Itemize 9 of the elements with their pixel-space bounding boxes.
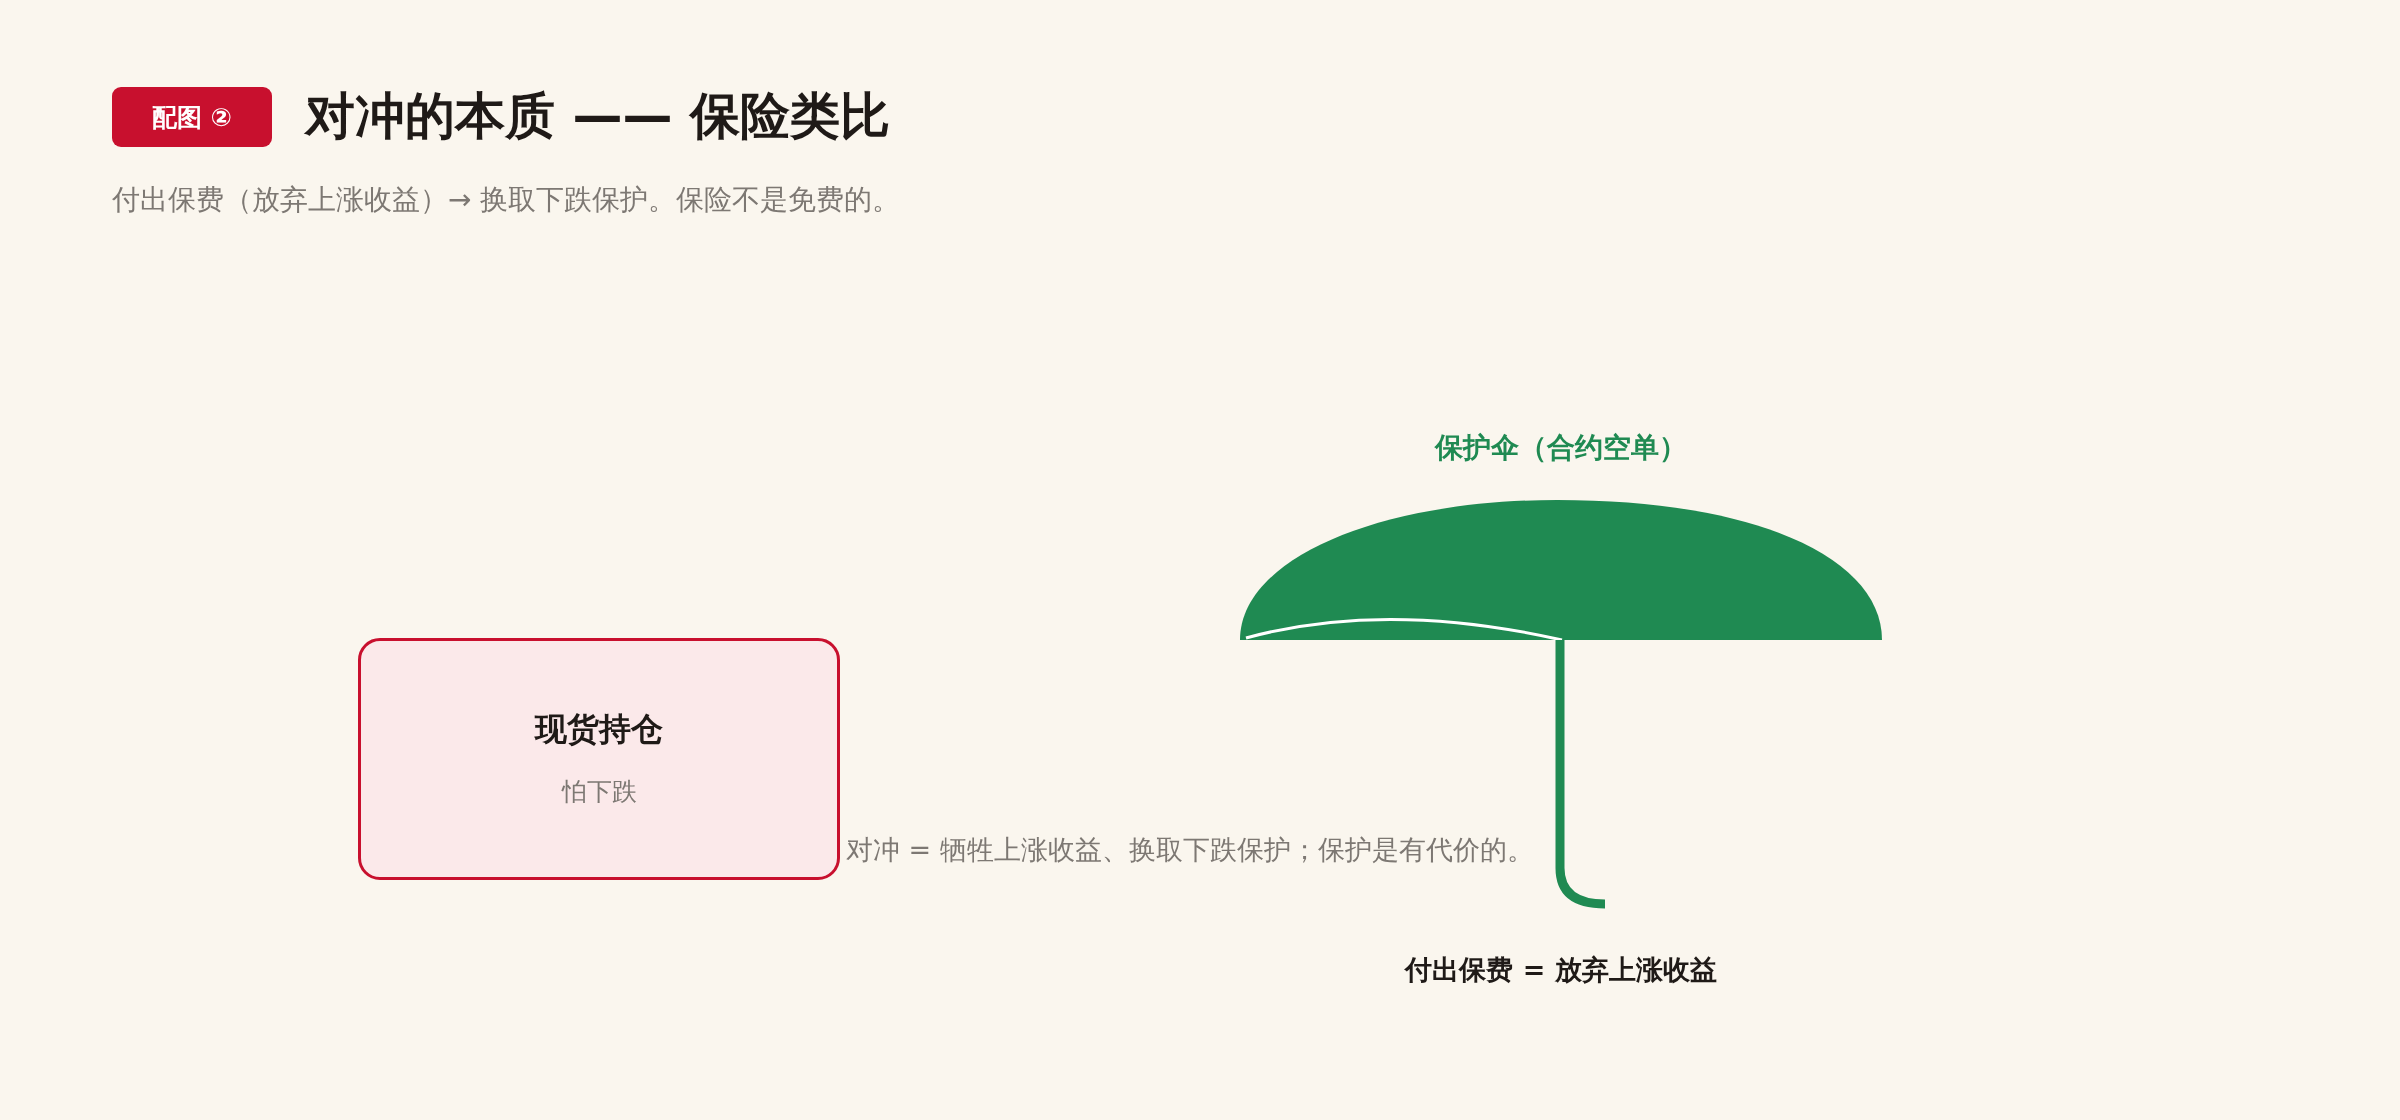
umbrella-caption: 付出保费 = 放弃上涨收益 (1405, 953, 1717, 987)
title: 对冲的本质 —— 保险类比 (305, 86, 890, 147)
position-box (358, 638, 840, 880)
box-heading: 现货持仓 (535, 709, 663, 749)
umbrella-label: 保护伞（合约空单） (1435, 430, 1687, 466)
box-subtext: 怕下跌 (561, 776, 637, 808)
badge: 配图 ② (112, 87, 272, 147)
note-text: 对冲 = 牺牲上涨收益、换取下跌保护；保护是有代价的。 (846, 833, 1534, 867)
subtitle: 付出保费（放弃上涨收益）→ 换取下跌保护。保险不是免费的。 (112, 182, 901, 218)
